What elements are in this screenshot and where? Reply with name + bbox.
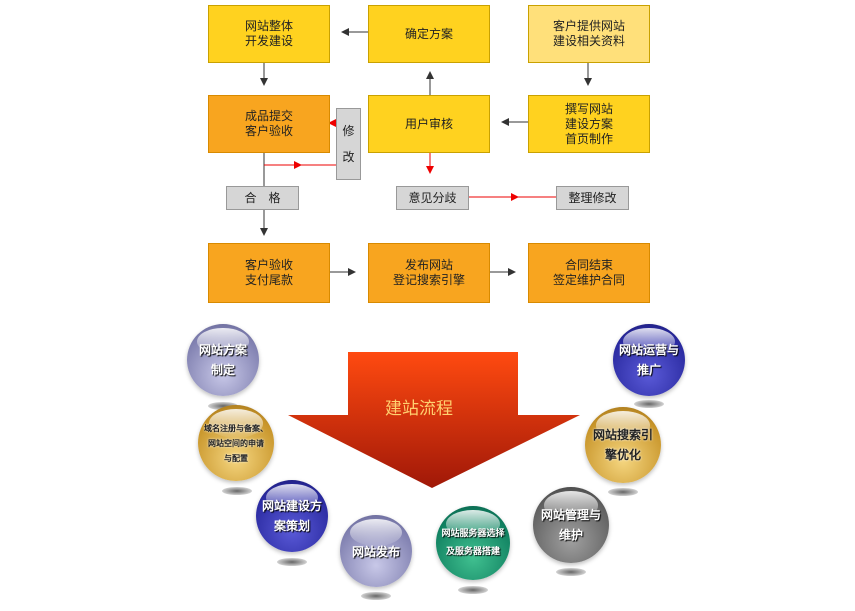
- process-arrow: [288, 352, 580, 488]
- box-user-review: 用户审核: [368, 95, 490, 153]
- box-client-materials: 客户提供网站 建设相关资料: [528, 5, 650, 63]
- step-label: 网站管理与 维护: [540, 508, 601, 542]
- step-server: 网站服务器选择 及服务器搭建: [436, 506, 510, 580]
- box-disagreement: 意见分歧: [396, 186, 469, 210]
- step-label: 网站建设方 案策划: [261, 499, 322, 533]
- step-seo: 网站搜索引 擎优化: [585, 407, 661, 483]
- box-qualified: 合 格: [226, 186, 299, 210]
- step-label: 域名注册与备案、 网站空间的申请 与配置: [204, 423, 268, 463]
- box-modify: 修 改: [336, 108, 361, 180]
- box-publish-site: 发布网站 登记搜索引擎: [368, 243, 490, 303]
- step-maintenance: 网站管理与 维护: [533, 487, 609, 563]
- step-label: 网站方案 制定: [198, 343, 247, 377]
- box-client-accept-pay: 客户验收 支付尾款: [208, 243, 330, 303]
- box-contract-end: 合同结束 签定维护合同: [528, 243, 650, 303]
- step-publish: 网站发布: [340, 515, 412, 587]
- step-operation: 网站运营与 推广: [613, 324, 685, 396]
- box-write-plan: 撰写网站 建设方案 首页制作: [528, 95, 650, 153]
- step-domain: 域名注册与备案、 网站空间的申请 与配置: [198, 405, 274, 481]
- box-website-overall-dev: 网站整体 开发建设: [208, 5, 330, 63]
- step-plan: 网站方案 制定: [187, 324, 259, 396]
- box-product-submit: 成品提交 客户验收: [208, 95, 330, 153]
- process-title: 建站流程: [385, 399, 453, 419]
- step-label: 网站服务器选择 及服务器搭建: [441, 529, 505, 557]
- step-design: 网站建设方 案策划: [256, 480, 328, 552]
- step-label: 网站运营与 推广: [618, 343, 679, 377]
- box-confirm-plan: 确定方案: [368, 5, 490, 63]
- step-label: 网站搜索引 擎优化: [592, 428, 653, 462]
- box-revise: 整理修改: [556, 186, 629, 210]
- step-label: 网站发布: [351, 544, 400, 559]
